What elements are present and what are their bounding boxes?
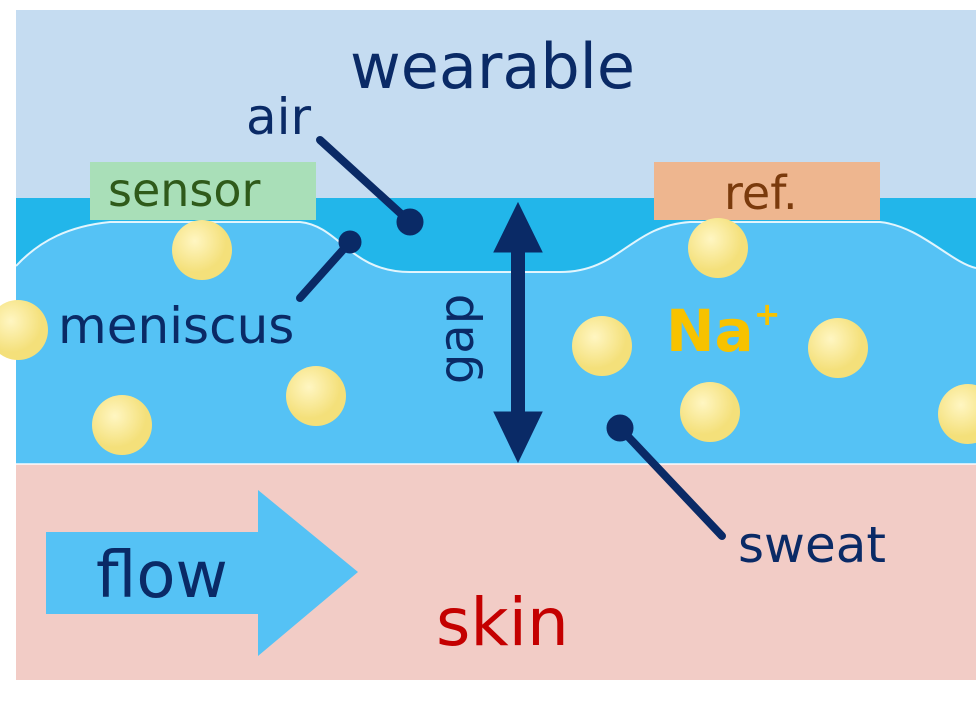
ref-label: ref. — [724, 166, 798, 220]
sodium-ion — [572, 316, 632, 376]
sodium-ion — [0, 300, 48, 360]
sodium-ion — [92, 395, 152, 455]
sweat-leader — [616, 424, 726, 540]
air-label: air — [246, 88, 312, 146]
skin-label: skin — [436, 584, 569, 661]
sodium-ion — [938, 384, 976, 444]
wearable-label: wearable — [350, 30, 636, 103]
sodium-ion-label: Na+ — [666, 298, 781, 360]
sweat-label: sweat — [738, 516, 886, 574]
sensor-label: sensor — [108, 163, 261, 217]
flow-arrow — [46, 490, 358, 656]
air-leader — [316, 136, 414, 226]
leader-lines — [296, 136, 726, 540]
meniscus-line — [15, 221, 976, 273]
gap-label: gap — [429, 293, 486, 385]
reference-electrode — [654, 162, 880, 220]
air-leader-dot — [396, 208, 424, 236]
gap-arrow — [493, 201, 543, 464]
sodium-symbol: Na — [666, 297, 754, 365]
gap-arrow-head-up — [493, 201, 543, 253]
sodium-ion — [808, 318, 868, 378]
sodium-ion — [680, 382, 740, 442]
sodium-ion — [688, 218, 748, 278]
sodium-charge: + — [753, 295, 781, 333]
gap-arrow-head-down — [493, 411, 543, 464]
sodium-ions — [0, 218, 976, 455]
meniscus-leader — [296, 238, 354, 302]
sweat-leader-dot — [606, 414, 634, 442]
sensor-electrode — [90, 162, 316, 220]
sodium-ion — [172, 220, 232, 280]
meniscus-label: meniscus — [58, 297, 295, 355]
sodium-ion — [286, 366, 346, 426]
meniscus-leader-dot — [338, 230, 362, 254]
flow-label: flow — [96, 539, 228, 613]
